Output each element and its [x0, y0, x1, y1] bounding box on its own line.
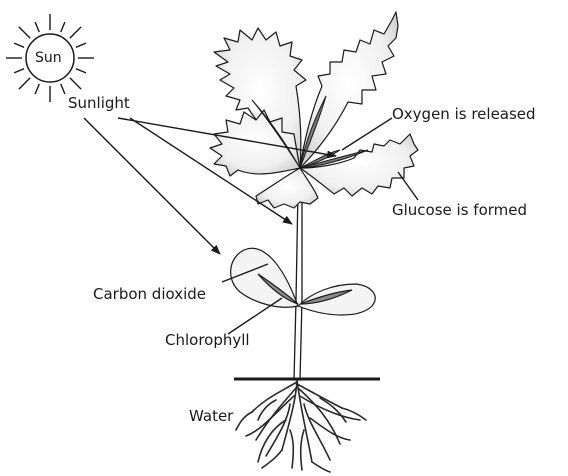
water-label: Water [189, 409, 233, 424]
sun-ray [19, 27, 30, 38]
sun-ray [70, 27, 81, 38]
sunlight-label: Sunlight [68, 96, 130, 111]
stem [294, 190, 302, 380]
sun-ray [35, 84, 39, 94]
glucose-label: Glucose is formed [392, 203, 527, 218]
sun-ray [14, 43, 24, 47]
sun-ray [61, 22, 65, 32]
chlorophyll-label: Chlorophyll [165, 333, 250, 348]
leaf-upper-right [300, 12, 398, 168]
sun-ray [14, 69, 24, 73]
carbon-dioxide-label: Carbon dioxide [93, 287, 206, 302]
sun-ray [35, 22, 39, 32]
seed-leaf-right [298, 284, 375, 315]
sun-ray [76, 69, 86, 73]
chlorophyll-pointer [228, 298, 282, 334]
roots [236, 380, 366, 472]
sunlight-arrow-3 [84, 118, 220, 254]
oxygen-label: Oxygen is released [392, 107, 536, 122]
sun-ray [61, 84, 65, 94]
sun-label: Sun [35, 51, 62, 65]
sun-ray [70, 78, 81, 89]
sun-ray [19, 78, 30, 89]
top-leaves [210, 12, 418, 208]
glucose-pointer [398, 172, 418, 200]
sun-ray [76, 43, 86, 47]
seed-leaves [231, 248, 376, 315]
